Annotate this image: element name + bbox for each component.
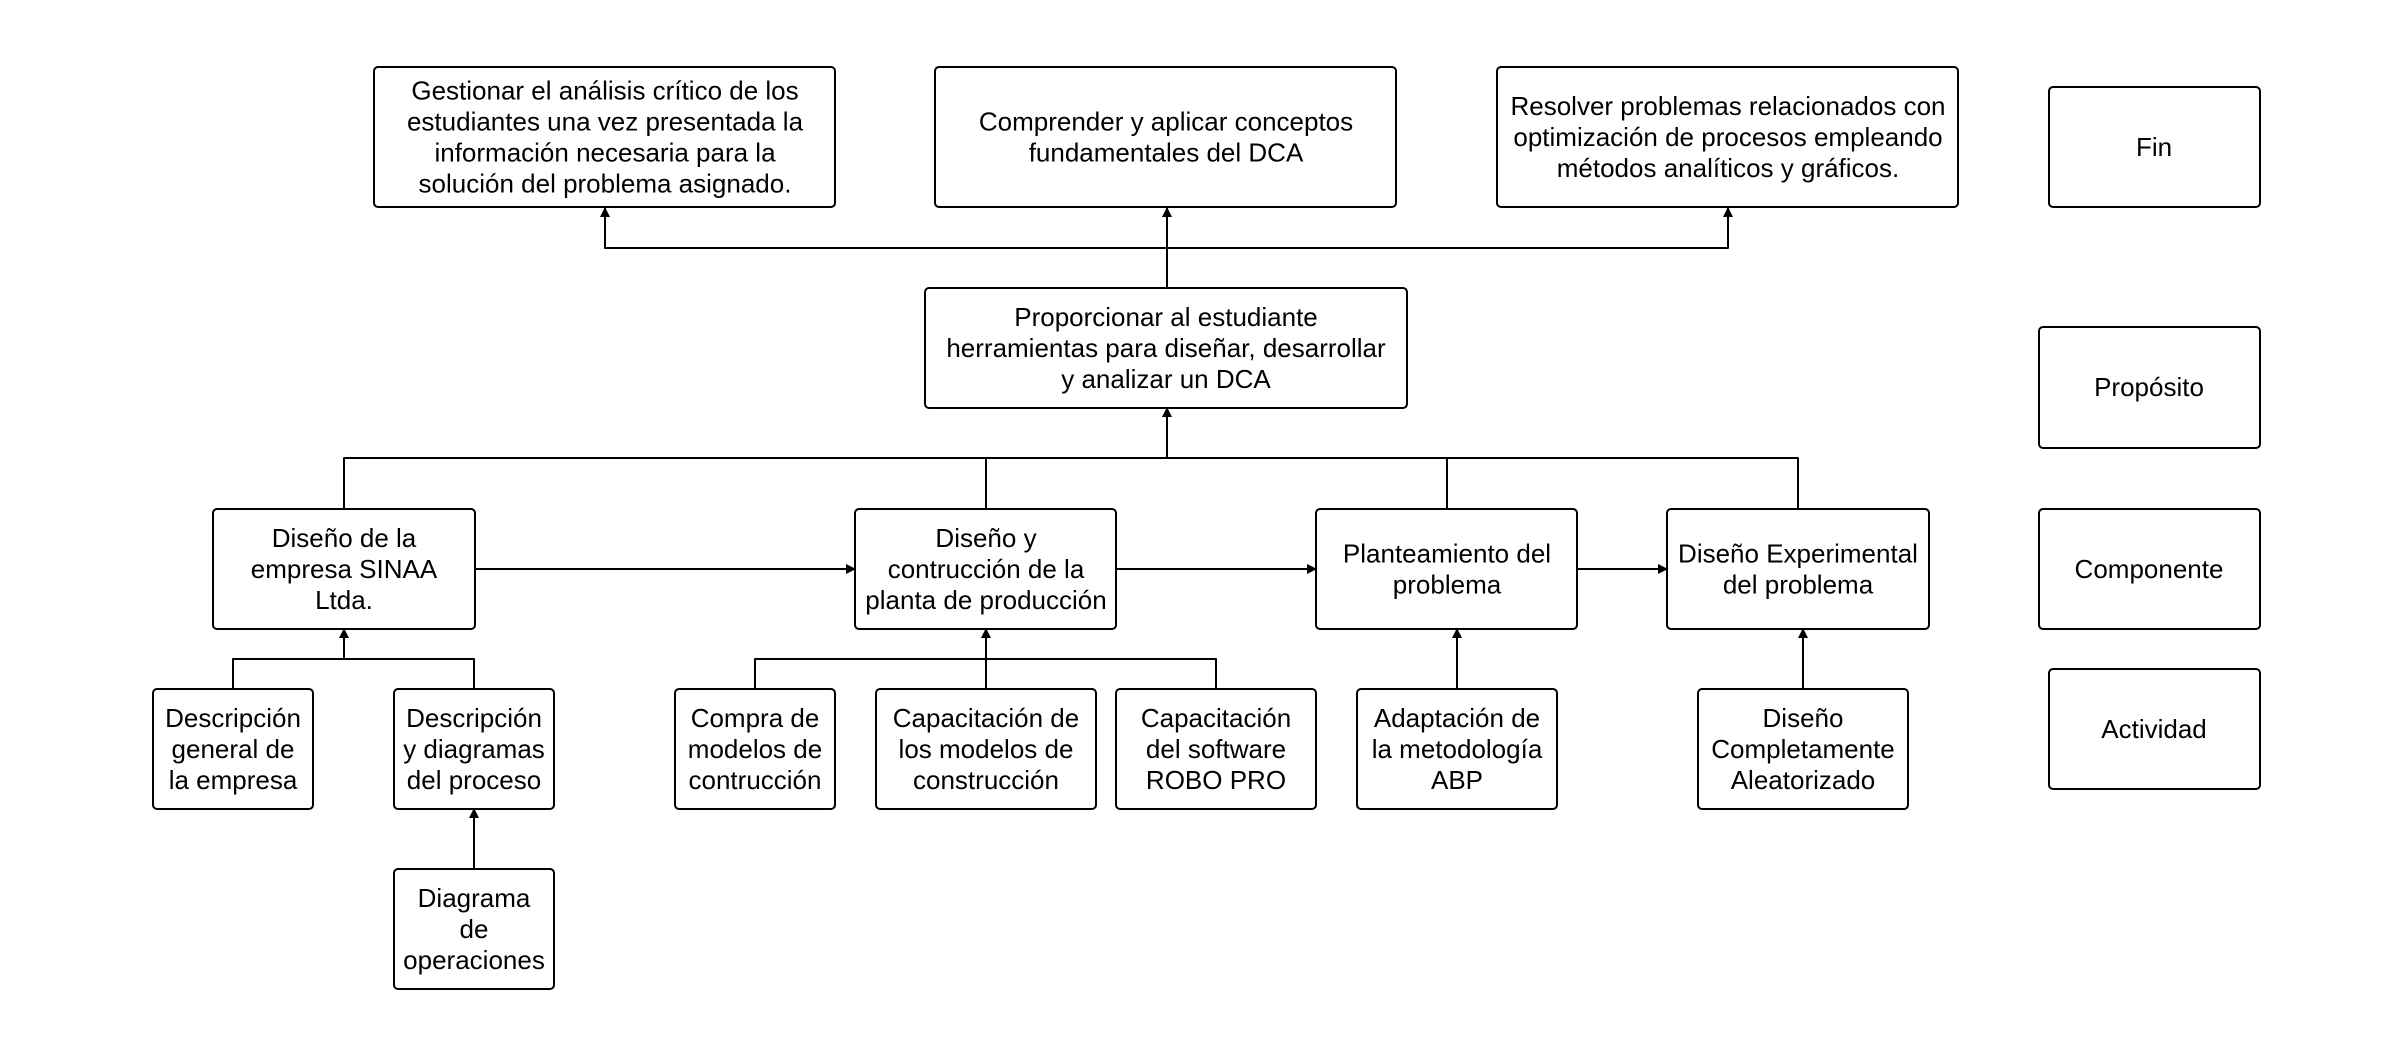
box-text-line: la metodología: [1372, 734, 1543, 764]
box-text-line: operaciones: [403, 945, 545, 975]
svg-text:Componente: Componente: [2075, 554, 2224, 584]
box-text-line: Descripción: [406, 703, 542, 733]
box-text-line: Propósito: [2094, 372, 2204, 402]
box-text-line: construcción: [913, 765, 1059, 795]
svg-text:Propósito: Propósito: [2094, 372, 2204, 402]
box-text-line: optimización de procesos empleando: [1513, 122, 1942, 152]
box-text-line: contrucción: [689, 765, 822, 795]
box-text-line: problema: [1393, 570, 1502, 600]
level-label-actividad: Actividad: [2048, 668, 2261, 790]
box-text-line: y diagramas: [403, 734, 545, 764]
box-text-line: Resolver problemas relacionados con: [1510, 91, 1945, 121]
svg-text:Actividad: Actividad: [2101, 714, 2207, 744]
connector-proposito-to-fin-1: [600, 207, 1167, 249]
svg-text:Fin: Fin: [2136, 132, 2172, 162]
svg-text:Gestionar el análisis crítico: Gestionar el análisis crítico de losestu…: [407, 76, 804, 199]
box-text-line: Completamente: [1711, 734, 1895, 764]
box-text-line: Diseño y: [935, 523, 1036, 553]
box-text-line: los modelos de: [899, 734, 1074, 764]
box-text-line: del software: [1146, 734, 1286, 764]
box-text-line: de: [460, 914, 489, 944]
connector-act-1-act-2-bracket: [232, 658, 475, 689]
level-label-proposito: Propósito: [2038, 326, 2261, 449]
box-text-line: planta de producción: [865, 585, 1106, 615]
box-text-line: Compra de: [691, 703, 820, 733]
box-text-line: Diseño: [1763, 703, 1844, 733]
box-text-line: Diagrama: [418, 883, 531, 913]
connectors: [232, 207, 1808, 869]
box-text-line: modelos de: [688, 734, 822, 764]
box-text-line: métodos analíticos y gráficos.: [1557, 153, 1900, 183]
box-text-line: información necesaria para la: [434, 138, 776, 168]
level-label-componente: Componente: [2038, 508, 2261, 630]
svg-text:Resolver problemas relacionado: Resolver problemas relacionados conoptim…: [1510, 91, 1945, 183]
box-text-line: solución del problema asignado.: [419, 169, 792, 199]
level-label-fin: Fin: [2048, 86, 2261, 208]
box-text-line: empresa SINAA: [251, 554, 438, 584]
box-text-line: Diseño Experimental: [1678, 539, 1918, 569]
svg-text:Capacitación delos modelos dec: Capacitación delos modelos deconstrucció…: [893, 703, 1079, 795]
box-text-line: contrucción de la: [888, 554, 1085, 584]
svg-text:Comprender y aplicar conceptos: Comprender y aplicar conceptosfundamenta…: [979, 107, 1353, 168]
box-text-line: Actividad: [2101, 714, 2207, 744]
box-text-line: y analizar un DCA: [1061, 364, 1271, 394]
box-text-line: Gestionar el análisis crítico de los: [411, 76, 798, 106]
box-text-line: Adaptación de: [1374, 703, 1540, 733]
box-text-line: ROBO PRO: [1146, 765, 1286, 795]
box-text-line: ABP: [1431, 765, 1483, 795]
box-text-line: Componente: [2075, 554, 2224, 584]
box-text-line: Fin: [2136, 132, 2172, 162]
box-text-line: fundamentales del DCA: [1029, 138, 1304, 168]
box-text-line: Planteamiento del: [1343, 539, 1551, 569]
box-text-line: del problema: [1723, 570, 1874, 600]
box-text-line: general de: [172, 734, 295, 764]
connector-comp-1-up: [343, 457, 1799, 508]
box-text-line: Aleatorizado: [1731, 765, 1876, 795]
box-text-line: la empresa: [169, 765, 298, 795]
box-text-line: Comprender y aplicar conceptos: [979, 107, 1353, 137]
box-text-line: Proporcionar al estudiante: [1014, 302, 1318, 332]
box-text-line: Capacitación: [1141, 703, 1291, 733]
box-text-line: Capacitación de: [893, 703, 1079, 733]
box-text-line: Ltda.: [315, 585, 373, 615]
connector-proposito-to-fin-3: [1167, 207, 1733, 249]
box-text-line: estudiantes una vez presentada la: [407, 107, 804, 137]
box-text-line: Diseño de la: [272, 523, 417, 553]
box-text-line: del proceso: [407, 765, 541, 795]
box-text-line: herramientas para diseñar, desarrollar: [946, 333, 1386, 363]
box-text-line: Descripción: [165, 703, 301, 733]
